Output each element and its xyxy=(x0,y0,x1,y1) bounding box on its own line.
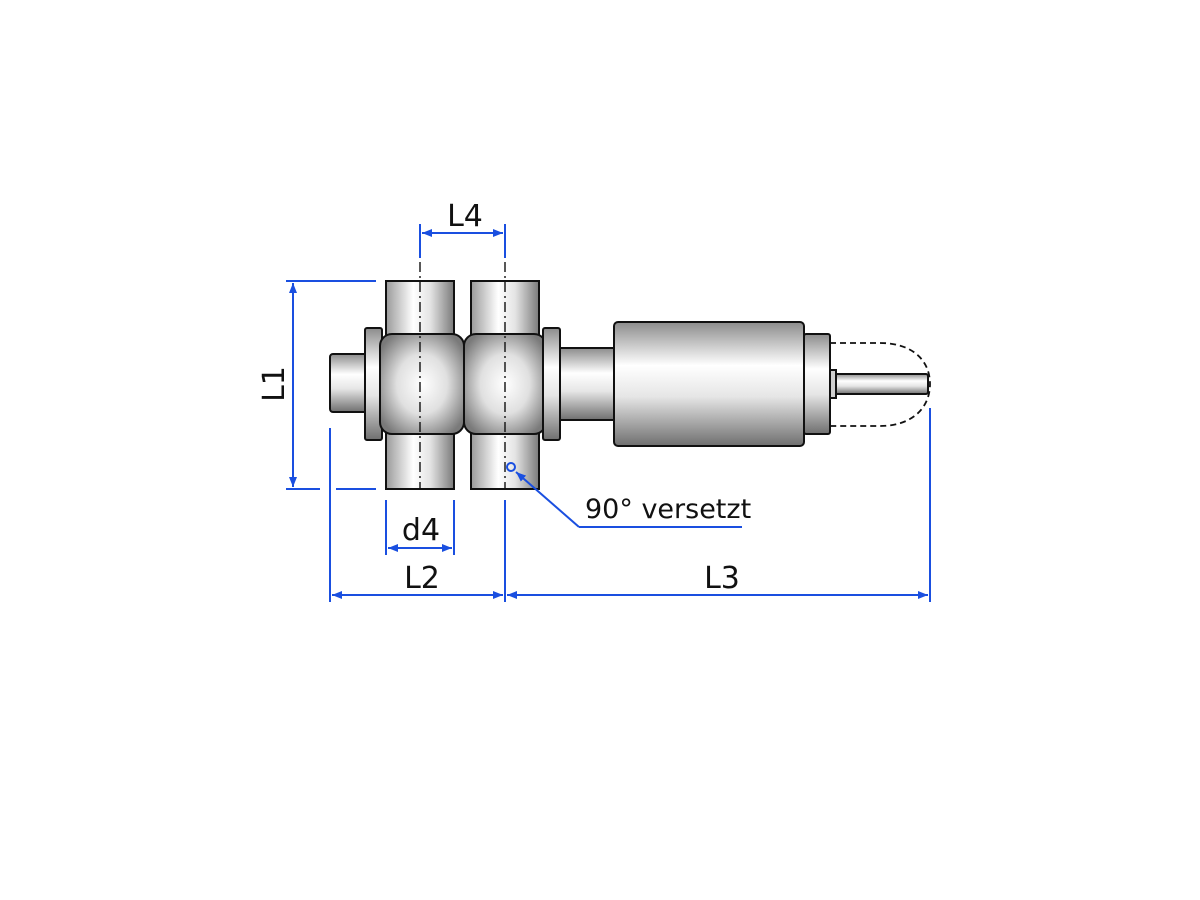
dimensions xyxy=(286,224,931,602)
spindle-collar xyxy=(829,369,837,399)
spindle xyxy=(829,373,929,395)
end-cap xyxy=(803,333,831,435)
main-cylinder xyxy=(613,321,805,447)
note-90-versetzt: 90° versetzt xyxy=(585,494,751,525)
connecting-shaft xyxy=(559,347,615,421)
label-d4: d4 xyxy=(402,513,440,548)
phantom-envelope xyxy=(830,342,931,427)
leader-line xyxy=(515,471,580,528)
outlet-1-bottom xyxy=(385,427,455,490)
housing-1 xyxy=(379,333,465,435)
label-l4: L4 xyxy=(447,199,483,234)
label-l2: L2 xyxy=(404,561,440,596)
leader-origin-dot xyxy=(506,462,516,472)
right-flange xyxy=(542,327,561,441)
label-l3: L3 xyxy=(704,561,740,596)
label-l1: L1 xyxy=(257,366,292,402)
centerlines xyxy=(419,262,506,489)
